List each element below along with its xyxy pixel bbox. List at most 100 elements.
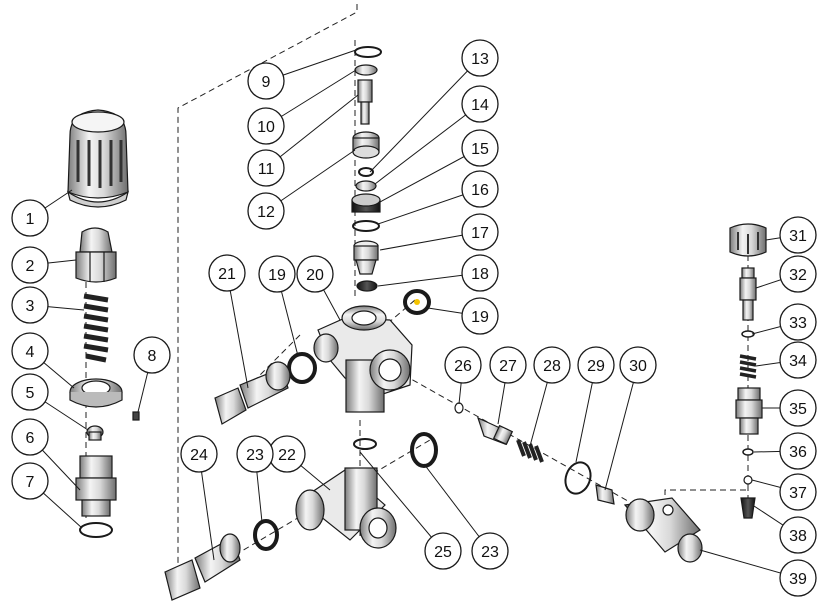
callout-12: 12 bbox=[247, 192, 285, 230]
callout-5: 5 bbox=[11, 373, 49, 411]
callout-1: 1 bbox=[11, 199, 49, 237]
callout-circle-39 bbox=[779, 559, 817, 597]
callout-circle-38 bbox=[779, 516, 817, 554]
callout-number-11: 11 bbox=[258, 161, 275, 178]
screw-part bbox=[132, 411, 140, 421]
seat-38-part bbox=[740, 497, 756, 519]
callout-28: 28 bbox=[533, 346, 571, 384]
callout-number-6: 6 bbox=[26, 430, 35, 447]
callout-9: 9 bbox=[247, 62, 285, 100]
callout-number-14: 14 bbox=[471, 97, 489, 114]
callout-circle-34 bbox=[779, 341, 817, 379]
callout-number-10: 10 bbox=[257, 119, 275, 136]
callout-number-3: 3 bbox=[26, 298, 35, 315]
callout-number-25: 25 bbox=[434, 544, 452, 561]
callout-circle-14 bbox=[461, 85, 499, 123]
leader-line-21 bbox=[226, 272, 249, 389]
callout-circle-13 bbox=[461, 39, 499, 77]
callout-number-22: 22 bbox=[278, 447, 296, 464]
callout-3: 3 bbox=[11, 286, 49, 324]
callout-31: 31 bbox=[779, 216, 817, 254]
callout-30: 30 bbox=[619, 346, 657, 384]
callout-number-32: 32 bbox=[789, 267, 807, 284]
banjo-22-part bbox=[295, 467, 397, 549]
callout-number-29: 29 bbox=[587, 358, 605, 375]
spring-34-part bbox=[739, 354, 757, 379]
callout-number-24: 24 bbox=[190, 447, 208, 464]
callout-number-5: 5 bbox=[26, 385, 35, 402]
callout-number-19: 19 bbox=[471, 309, 489, 326]
callout-number-33: 33 bbox=[789, 315, 807, 332]
callout-2: 2 bbox=[11, 246, 49, 284]
callout-number-20: 20 bbox=[306, 267, 324, 284]
callout-circle-36 bbox=[779, 432, 817, 470]
callout-23: 23 bbox=[236, 435, 274, 473]
callout-circle-4 bbox=[11, 332, 49, 370]
callout-number-38: 38 bbox=[789, 528, 807, 545]
callout-number-13: 13 bbox=[471, 51, 489, 68]
callout-6: 6 bbox=[11, 418, 49, 456]
callout-10: 10 bbox=[247, 107, 285, 145]
callout-35: 35 bbox=[779, 389, 817, 427]
callout-circle-29 bbox=[577, 346, 615, 384]
callout-number-12: 12 bbox=[257, 204, 275, 221]
callout-27: 27 bbox=[489, 346, 527, 384]
callout-circle-24 bbox=[180, 435, 218, 473]
callout-25: 25 bbox=[424, 532, 462, 570]
callout-21: 21 bbox=[208, 254, 246, 292]
valve-part bbox=[353, 240, 379, 275]
leader-line-14 bbox=[374, 103, 481, 185]
washer-part bbox=[69, 378, 123, 408]
callout-39: 39 bbox=[779, 559, 817, 597]
piston-part bbox=[357, 79, 373, 125]
callout-number-19: 19 bbox=[268, 267, 286, 284]
callout-circle-25 bbox=[424, 532, 462, 570]
callout-19: 19 bbox=[258, 255, 296, 293]
body-35-part bbox=[735, 387, 763, 435]
callout-32: 32 bbox=[779, 255, 817, 293]
callout-number-16: 16 bbox=[471, 182, 489, 199]
callout-13: 13 bbox=[461, 39, 499, 77]
callout-circle-10 bbox=[247, 107, 285, 145]
callout-number-31: 31 bbox=[789, 228, 807, 245]
washer-19-left bbox=[287, 352, 317, 384]
callout-number-35: 35 bbox=[789, 401, 807, 418]
callout-number-15: 15 bbox=[471, 141, 489, 158]
callout-number-34: 34 bbox=[789, 353, 807, 370]
callout-29: 29 bbox=[577, 346, 615, 384]
callout-20: 20 bbox=[296, 255, 334, 293]
callout-circle-31 bbox=[779, 216, 817, 254]
callout-number-28: 28 bbox=[543, 358, 561, 375]
leader-line-30 bbox=[604, 364, 639, 491]
callout-number-23: 23 bbox=[246, 447, 264, 464]
callout-circle-18 bbox=[461, 254, 499, 292]
callout-7: 7 bbox=[11, 462, 49, 500]
valve-body-part bbox=[313, 305, 413, 413]
fitting-part bbox=[75, 455, 117, 517]
nut-part bbox=[75, 227, 117, 283]
callout-circle-28 bbox=[533, 346, 571, 384]
callout-number-21: 21 bbox=[218, 266, 236, 283]
callout-circle-35 bbox=[779, 389, 817, 427]
callout-circle-11 bbox=[247, 149, 285, 187]
callout-11: 11 bbox=[247, 149, 285, 187]
callout-37: 37 bbox=[779, 473, 817, 511]
ring-16-part bbox=[351, 193, 381, 213]
callout-circle-17 bbox=[461, 213, 499, 251]
callout-19: 19 bbox=[461, 297, 499, 335]
knob-31-part bbox=[729, 223, 767, 257]
callout-number-27: 27 bbox=[499, 358, 517, 375]
callout-number-30: 30 bbox=[629, 358, 647, 375]
callout-circle-6 bbox=[11, 418, 49, 456]
callout-circle-2 bbox=[11, 246, 49, 284]
leader-line-13 bbox=[369, 57, 481, 173]
callout-22: 22 bbox=[268, 435, 306, 473]
callout-18: 18 bbox=[461, 254, 499, 292]
callout-number-7: 7 bbox=[26, 474, 35, 491]
callout-circle-9 bbox=[247, 62, 285, 100]
parts-group bbox=[67, 46, 767, 601]
seat-part bbox=[86, 425, 104, 441]
callout-circle-32 bbox=[779, 255, 817, 293]
callout-23: 23 bbox=[471, 532, 509, 570]
